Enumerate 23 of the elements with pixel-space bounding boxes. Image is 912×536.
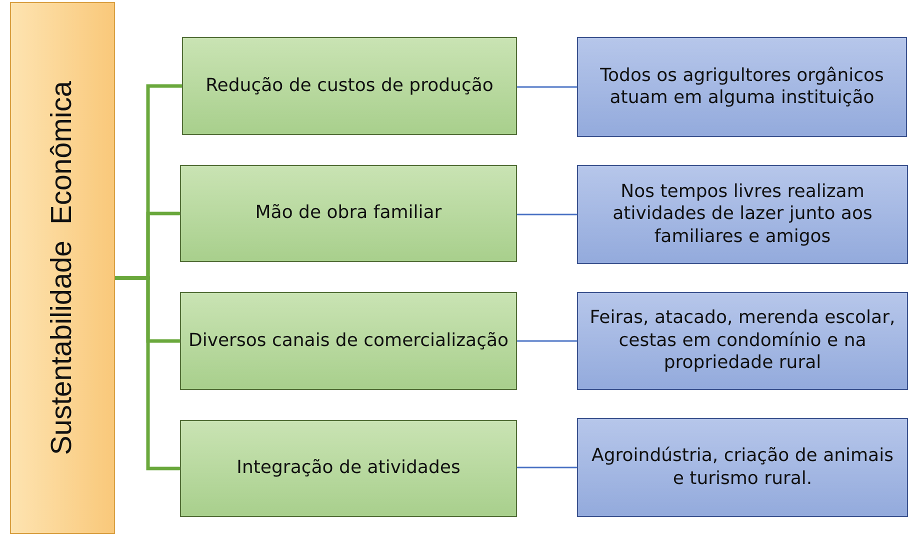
- connector-line: [517, 340, 577, 342]
- connector-line: [115, 276, 180, 470]
- topic-box: [180, 292, 517, 390]
- topic-box: [182, 37, 517, 135]
- detail-box: [577, 292, 908, 390]
- title-banner: [10, 2, 115, 534]
- box-text: Agroindústria, criação de animais e turismo rural.: [590, 445, 894, 490]
- box-text: Diversos canais de comercialização: [187, 330, 510, 352]
- box-text: Redução de custos de produção: [204, 74, 494, 98]
- connector-line: [517, 214, 577, 216]
- detail-box: [577, 165, 908, 264]
- connector-line: [517, 86, 577, 88]
- detail-box: [577, 37, 907, 137]
- detail-box: [577, 418, 908, 517]
- box-text: Integração de atividades: [236, 457, 462, 480]
- heading-text: Sustentabilidade Econômica: [45, 80, 80, 455]
- box-text: Feiras, atacado, merenda escolar, cestas em condomínio e na propriedade rural: [588, 307, 896, 375]
- box-text: Mão de obra familiar: [254, 202, 443, 225]
- box-text: Nos tempos livres realizam atividades de lazer junto aos familiares e amigos: [612, 180, 874, 248]
- box-text: Todos os agrigultores orgânicos atuam em alguma instituição: [599, 64, 885, 110]
- connector-line: [517, 466, 577, 468]
- topic-box: [180, 420, 517, 517]
- topic-box: [180, 165, 517, 262]
